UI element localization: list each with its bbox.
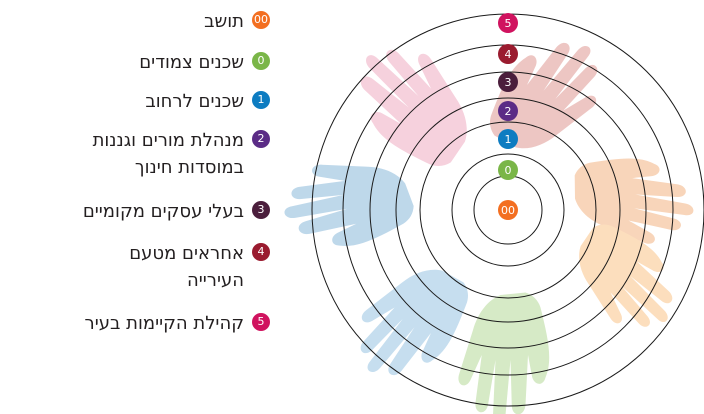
ring-badge-3-text: 3: [505, 76, 512, 89]
ring-badge-4-text: 4: [505, 48, 512, 61]
legend-label-00: תושב: [204, 11, 244, 32]
hand-peach-upper: [569, 153, 698, 248]
ring-badge-0: 0: [498, 160, 518, 180]
ring-badge-00: 00: [498, 200, 518, 220]
ring-badge-00-text: 00: [501, 204, 515, 217]
legend-label-3: בעלי עסקים מקומיים: [82, 201, 244, 222]
legend-badge-3: 3: [252, 201, 270, 219]
legend-badge-5: 5: [252, 313, 270, 331]
ring-2: [395, 97, 621, 323]
ring-badge-5-text: 5: [505, 17, 512, 30]
legend: 00 תושב 0 שכנים צמודים 1 שכנים לרחוב 2 מ…: [0, 0, 270, 414]
legend-badge-1: 1: [252, 91, 270, 109]
ring-badge-0-text: 0: [505, 164, 512, 177]
legend-badge-2: 2: [252, 130, 270, 148]
legend-label-1: שכנים לרחוב: [145, 91, 244, 112]
ring-0: [451, 153, 565, 267]
legend-item-1: 1 שכנים לרחוב: [145, 88, 270, 115]
legend-item-2: 2 מנהלת מורים וגננות במוסדות חינוך: [92, 127, 270, 181]
ring-badge-2: 2: [498, 101, 518, 121]
legend-item-4: 4 אחראים מטעם העירייה: [129, 240, 270, 294]
legend-item-00: 00 תושב: [204, 8, 270, 35]
hand-rose: [475, 18, 620, 173]
legend-badge-4: 4: [252, 243, 270, 261]
legend-label-0: שכנים צמודים: [139, 52, 244, 73]
hands-background: [274, 18, 698, 414]
ring-badge-3: 3: [498, 72, 518, 92]
hand-green: [458, 292, 550, 414]
legend-label-2: מנהלת מורים וגננות במוסדות חינוך: [92, 130, 244, 178]
ring-badge-1-text: 1: [505, 133, 512, 146]
ring-badge-2-text: 2: [505, 105, 512, 118]
legend-badge-00: 00: [252, 11, 270, 29]
ring-badges: 00 0 1 2 3 4 5: [498, 13, 518, 220]
ring-badge-4: 4: [498, 44, 518, 64]
legend-item-3: 3 בעלי עסקים מקומיים: [82, 198, 270, 225]
ring-1: [419, 121, 597, 299]
legend-badge-0: 0: [252, 52, 270, 70]
legend-item-0: 0 שכנים צמודים: [139, 49, 270, 76]
legend-label-5: קהילת הקיימות בעיר: [84, 313, 244, 334]
legend-item-5: 5 קהילת הקיימות בעיר: [84, 310, 270, 337]
ring-badge-1: 1: [498, 129, 518, 149]
legend-label-4: אחראים מטעם העירייה: [129, 243, 244, 291]
hand-blue-left: [274, 143, 420, 261]
ring-badge-5: 5: [498, 13, 518, 33]
